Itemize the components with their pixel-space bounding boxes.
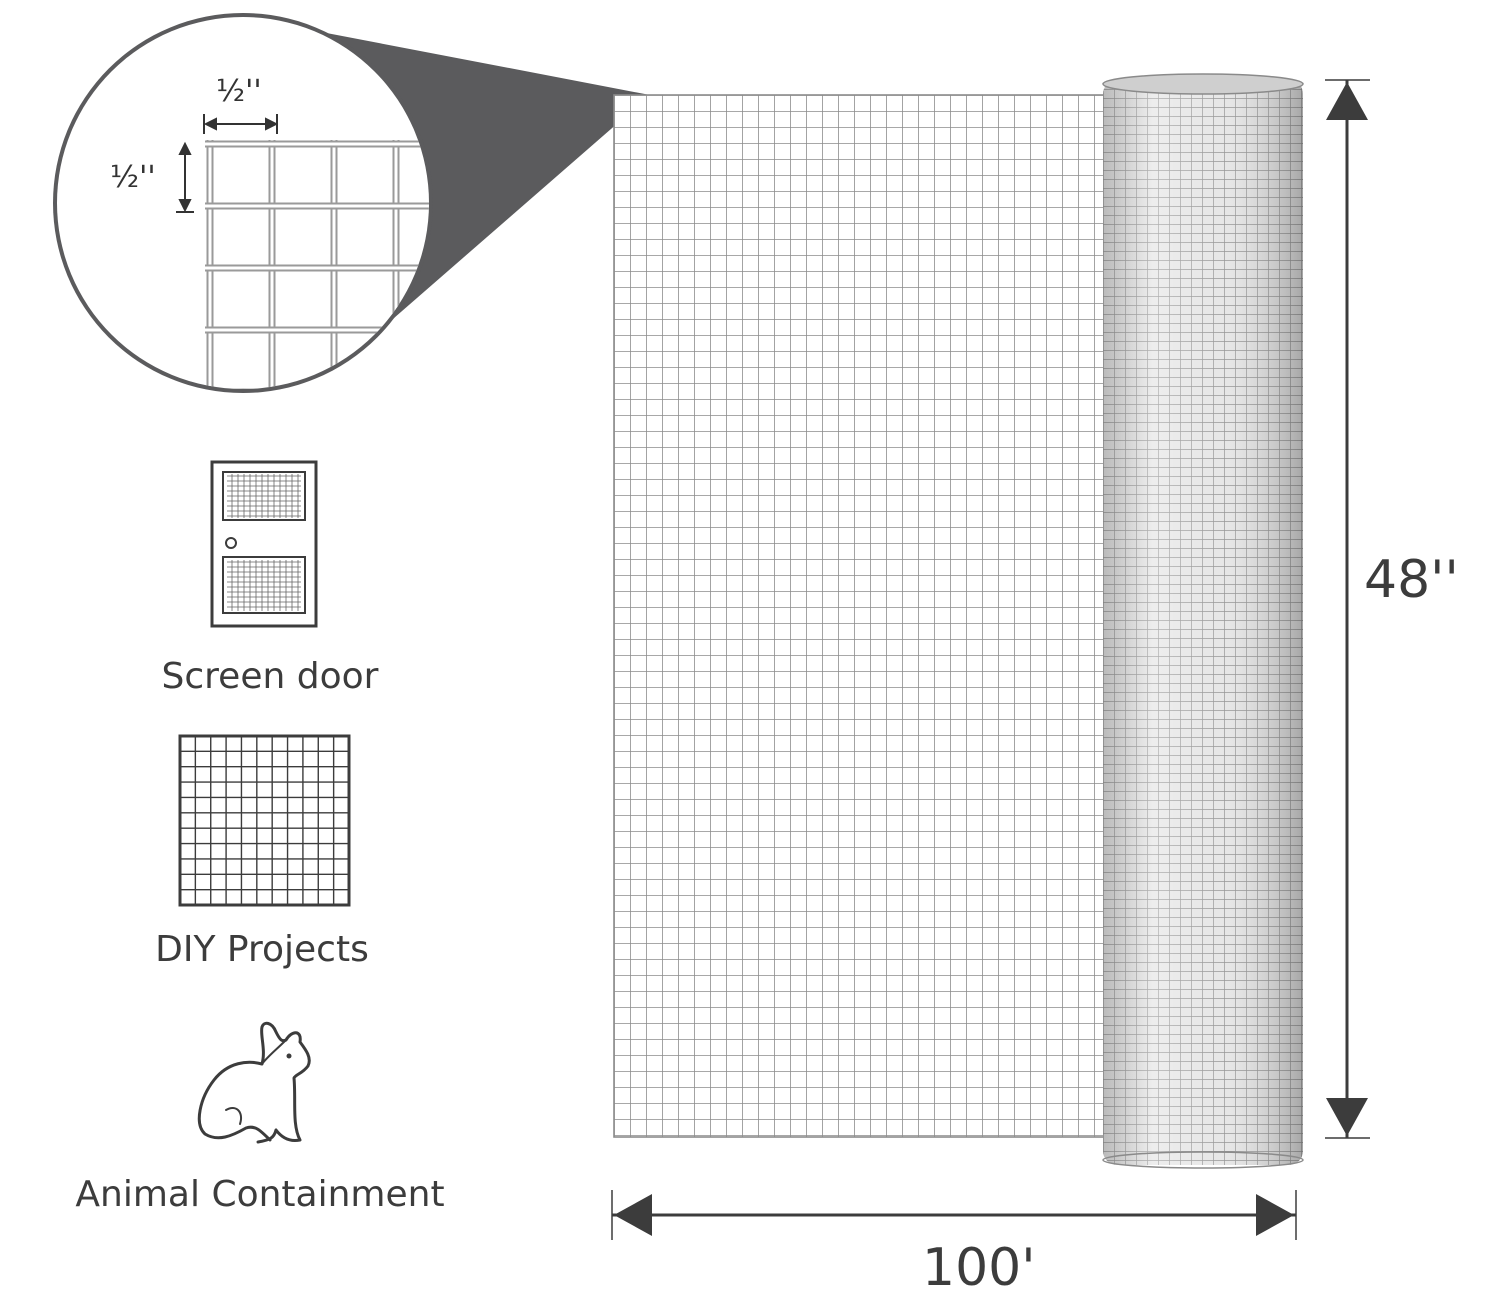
- animal-containment-label: Animal Containment: [75, 1174, 445, 1215]
- length-dimension-label: 100': [922, 1238, 1036, 1298]
- screen-door-label: Screen door: [161, 656, 379, 697]
- zoom-mesh: [205, 140, 429, 389]
- rabbit-icon: [197, 1021, 311, 1144]
- zoom-height-label: ½'': [110, 160, 156, 195]
- height-dimension-arrow: [1325, 79, 1370, 1139]
- mesh-sheet: [613, 94, 1107, 1138]
- mesh-roll: [1102, 73, 1304, 1169]
- screen-door-icon: [210, 460, 318, 628]
- length-dimension-arrow: [611, 1190, 1297, 1240]
- mesh-grid-icon: [178, 734, 351, 907]
- zoom-circle: [53, 13, 433, 393]
- height-dimension-label: 48'': [1364, 550, 1459, 610]
- zoom-height-marker: [176, 141, 194, 213]
- zoom-width-marker: [203, 114, 279, 134]
- diy-projects-label: DIY Projects: [155, 929, 369, 970]
- zoom-width-label: ½'': [216, 74, 262, 109]
